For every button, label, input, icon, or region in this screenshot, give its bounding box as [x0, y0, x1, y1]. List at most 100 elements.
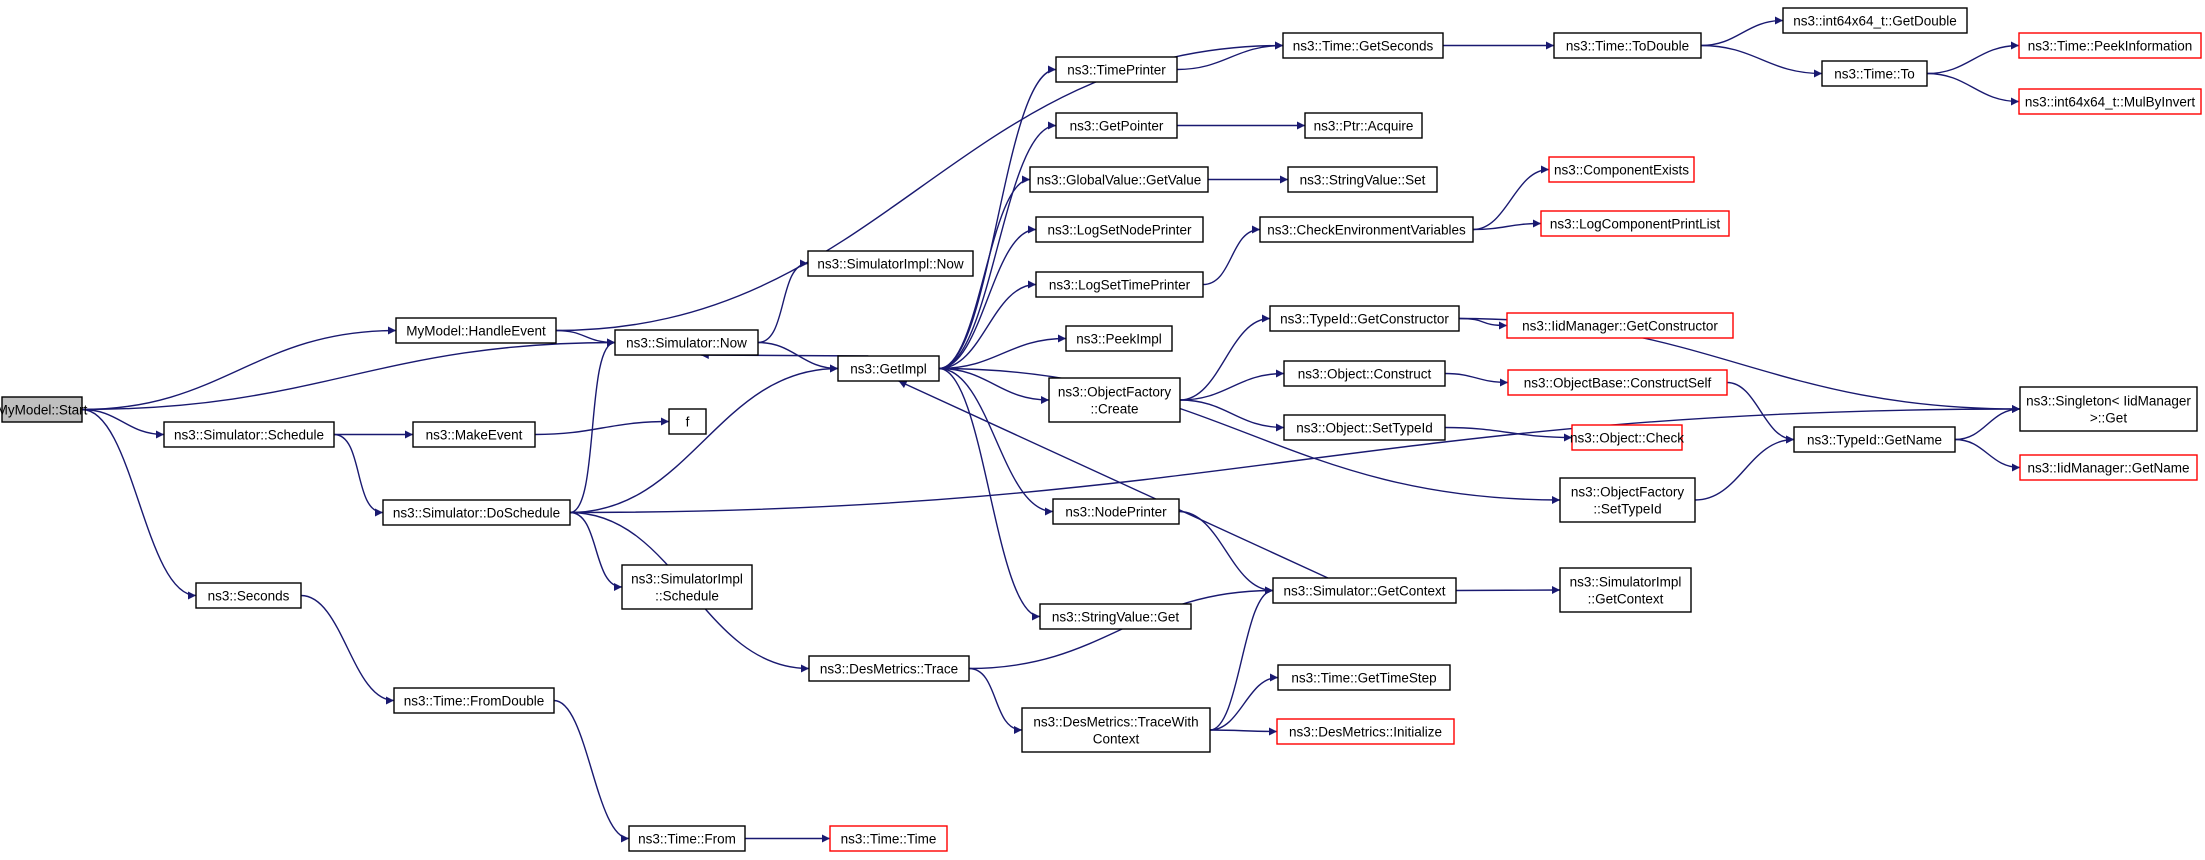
node-nodeprinter[interactable]: ns3::NodePrinter	[1052, 498, 1180, 525]
node-from[interactable]: ns3::Time::From	[628, 825, 746, 852]
node-label: f	[686, 415, 690, 430]
node-timeprinter[interactable]: ns3::TimePrinter	[1055, 56, 1178, 83]
node-box	[1055, 56, 1178, 83]
edge-dosched-to-getimpl	[569, 364, 839, 514]
node-getseconds[interactable]: ns3::Time::GetSeconds	[1282, 32, 1444, 59]
edge-getimpl-to-lognodeprinter	[938, 225, 1037, 370]
node-peekimpl[interactable]: ns3::PeekImpl	[1065, 325, 1173, 352]
node-tidgetctor[interactable]: ns3::TypeId::GetConstructor	[1269, 305, 1460, 332]
node-todouble[interactable]: ns3::Time::ToDouble	[1553, 32, 1702, 59]
node-desinit[interactable]: ns3::DesMetrics::Initialize	[1276, 718, 1455, 745]
node-lognodeprinter[interactable]: ns3::LogSetNodePrinter	[1035, 216, 1204, 243]
node-box	[1029, 166, 1209, 193]
node-gettimestep[interactable]: ns3::Time::GetTimeStep	[1277, 664, 1451, 691]
node-logprintlist[interactable]: ns3::LogComponentPrintList	[1540, 210, 1730, 237]
node-label: ::GetContext	[1588, 592, 1664, 607]
node-ptracquire[interactable]: ns3::Ptr::Acquire	[1304, 112, 1423, 139]
node-box	[1553, 32, 1702, 59]
node-time[interactable]: ns3::Time::Time	[829, 825, 948, 852]
node-gvgetvalue[interactable]: ns3::GlobalValue::GetValue	[1029, 166, 1209, 193]
node-box	[2018, 88, 2202, 115]
edge-getimpl-to-ofcreate	[938, 367, 1050, 404]
node-label: ns3::Object::Construct	[1298, 367, 1432, 382]
node-getdouble[interactable]: ns3::int64x64_t::GetDouble	[1782, 7, 1968, 34]
node-simgetctx[interactable]: ns3::Simulator::GetContext	[1272, 577, 1457, 604]
node-iidgetname[interactable]: ns3::IidManager::GetName	[2019, 454, 2198, 481]
node-box	[2018, 32, 2202, 59]
edge-objsettypeid-to-objcheck	[1444, 426, 1573, 442]
node-label: ns3::PeekImpl	[1076, 332, 1162, 347]
node-box	[1035, 216, 1204, 243]
node-label: ns3::Time::GetTimeStep	[1291, 671, 1436, 686]
edge-getimpl-to-nodeprinter	[938, 367, 1054, 516]
node-box	[382, 499, 571, 526]
node-box	[1559, 477, 1696, 523]
edge-nodeprinter-to-simgetctx	[1178, 510, 1274, 595]
node-ofsettypeid[interactable]: ns3::ObjectFactory::SetTypeId	[1559, 477, 1696, 523]
node-objcheck[interactable]: ns3::Object::Check	[1570, 424, 1684, 451]
node-box	[808, 655, 970, 682]
node-box	[1304, 112, 1423, 139]
node-box	[1052, 498, 1180, 525]
node-label: ns3::Time::To	[1834, 67, 1915, 82]
node-singleton[interactable]: ns3::Singleton< IidManager >::Get	[2019, 386, 2198, 432]
node-svset[interactable]: ns3::StringValue::Set	[1287, 166, 1438, 193]
node-start[interactable]: MyModel::Start	[0, 396, 88, 423]
node-box	[412, 421, 536, 448]
node-box	[2019, 454, 2198, 481]
node-constructself[interactable]: ns3::ObjectBase::ConstructSelf	[1507, 369, 1728, 396]
node-handle[interactable]: MyModel::HandleEvent	[395, 317, 557, 344]
node-objconstruct[interactable]: ns3::Object::Construct	[1283, 360, 1446, 387]
node-schedule[interactable]: ns3::Simulator::Schedule	[163, 421, 335, 448]
node-getpointer[interactable]: ns3::GetPointer	[1055, 112, 1178, 139]
node-label: ns3::CheckEnvironmentVariables	[1267, 223, 1466, 238]
node-label: ns3::ObjectFactory	[1058, 385, 1172, 400]
node-box	[1507, 369, 1728, 396]
node-getimpl[interactable]: ns3::GetImpl	[837, 355, 940, 382]
node-label: ns3::Simulator::GetContext	[1283, 584, 1445, 599]
node-box	[1506, 312, 1734, 339]
edge-destrace-to-tracectx	[968, 667, 1023, 734]
node-label: ns3::GlobalValue::GetValue	[1037, 173, 1202, 188]
node-seconds[interactable]: ns3::Seconds	[195, 582, 302, 609]
node-dosched[interactable]: ns3::Simulator::DoSchedule	[382, 499, 571, 526]
node-destrace[interactable]: ns3::DesMetrics::Trace	[808, 655, 970, 682]
node-timeto[interactable]: ns3::Time::To	[1821, 60, 1928, 87]
node-iidgetctor[interactable]: ns3::IidManager::GetConstructor	[1506, 312, 1734, 339]
node-logtimeprinter[interactable]: ns3::LogSetTimePrinter	[1035, 271, 1204, 298]
node-box	[1283, 360, 1446, 387]
node-checkenv[interactable]: ns3::CheckEnvironmentVariables	[1259, 216, 1474, 243]
node-svget[interactable]: ns3::StringValue::Get	[1039, 603, 1192, 630]
node-mulbyinvert[interactable]: ns3::int64x64_t::MulByInvert	[2018, 88, 2202, 115]
node-label: ns3::TimePrinter	[1067, 63, 1166, 78]
node-label: ns3::ObjectFactory	[1571, 485, 1685, 500]
node-label: ns3::StringValue::Get	[1052, 610, 1180, 625]
node-simimplsched[interactable]: ns3::SimulatorImpl::Schedule	[621, 564, 753, 610]
edge-timeto-to-mulbyinvert	[1926, 72, 2020, 106]
node-box	[1283, 414, 1446, 441]
node-tidgetname[interactable]: ns3::TypeId::GetName	[1793, 426, 1956, 453]
node-makeevent[interactable]: ns3::MakeEvent	[412, 421, 536, 448]
node-compexists[interactable]: ns3::ComponentExists	[1548, 156, 1695, 183]
node-box	[614, 329, 759, 356]
node-label: ns3::MakeEvent	[426, 428, 523, 443]
node-box	[163, 421, 335, 448]
node-box	[1540, 210, 1730, 237]
edge-dosched-to-singleton	[569, 405, 2021, 514]
node-label: ns3::StringValue::Set	[1300, 173, 1426, 188]
node-label: ns3::IidManager::GetName	[2027, 461, 2189, 476]
edge-tracectx-to-simgetctx	[1209, 586, 1274, 731]
node-ofcreate[interactable]: ns3::ObjectFactory::Create	[1048, 377, 1181, 423]
node-now[interactable]: ns3::Simulator::Now	[614, 329, 759, 356]
node-simimplnow[interactable]: ns3::SimulatorImpl::Now	[807, 250, 974, 277]
node-objsettypeid[interactable]: ns3::Object::SetTypeId	[1283, 414, 1446, 441]
node-simimplgetctx[interactable]: ns3::SimulatorImpl::GetContext	[1559, 567, 1692, 613]
node-fromdouble[interactable]: ns3::Time::FromDouble	[393, 687, 555, 714]
node-label: ns3::Simulator::Schedule	[174, 428, 324, 443]
edge-getimpl-to-gvgetvalue	[938, 175, 1031, 370]
node-f[interactable]: f	[668, 408, 707, 435]
node-box	[1021, 707, 1211, 753]
node-peekinfo[interactable]: ns3::Time::PeekInformation	[2018, 32, 2202, 59]
